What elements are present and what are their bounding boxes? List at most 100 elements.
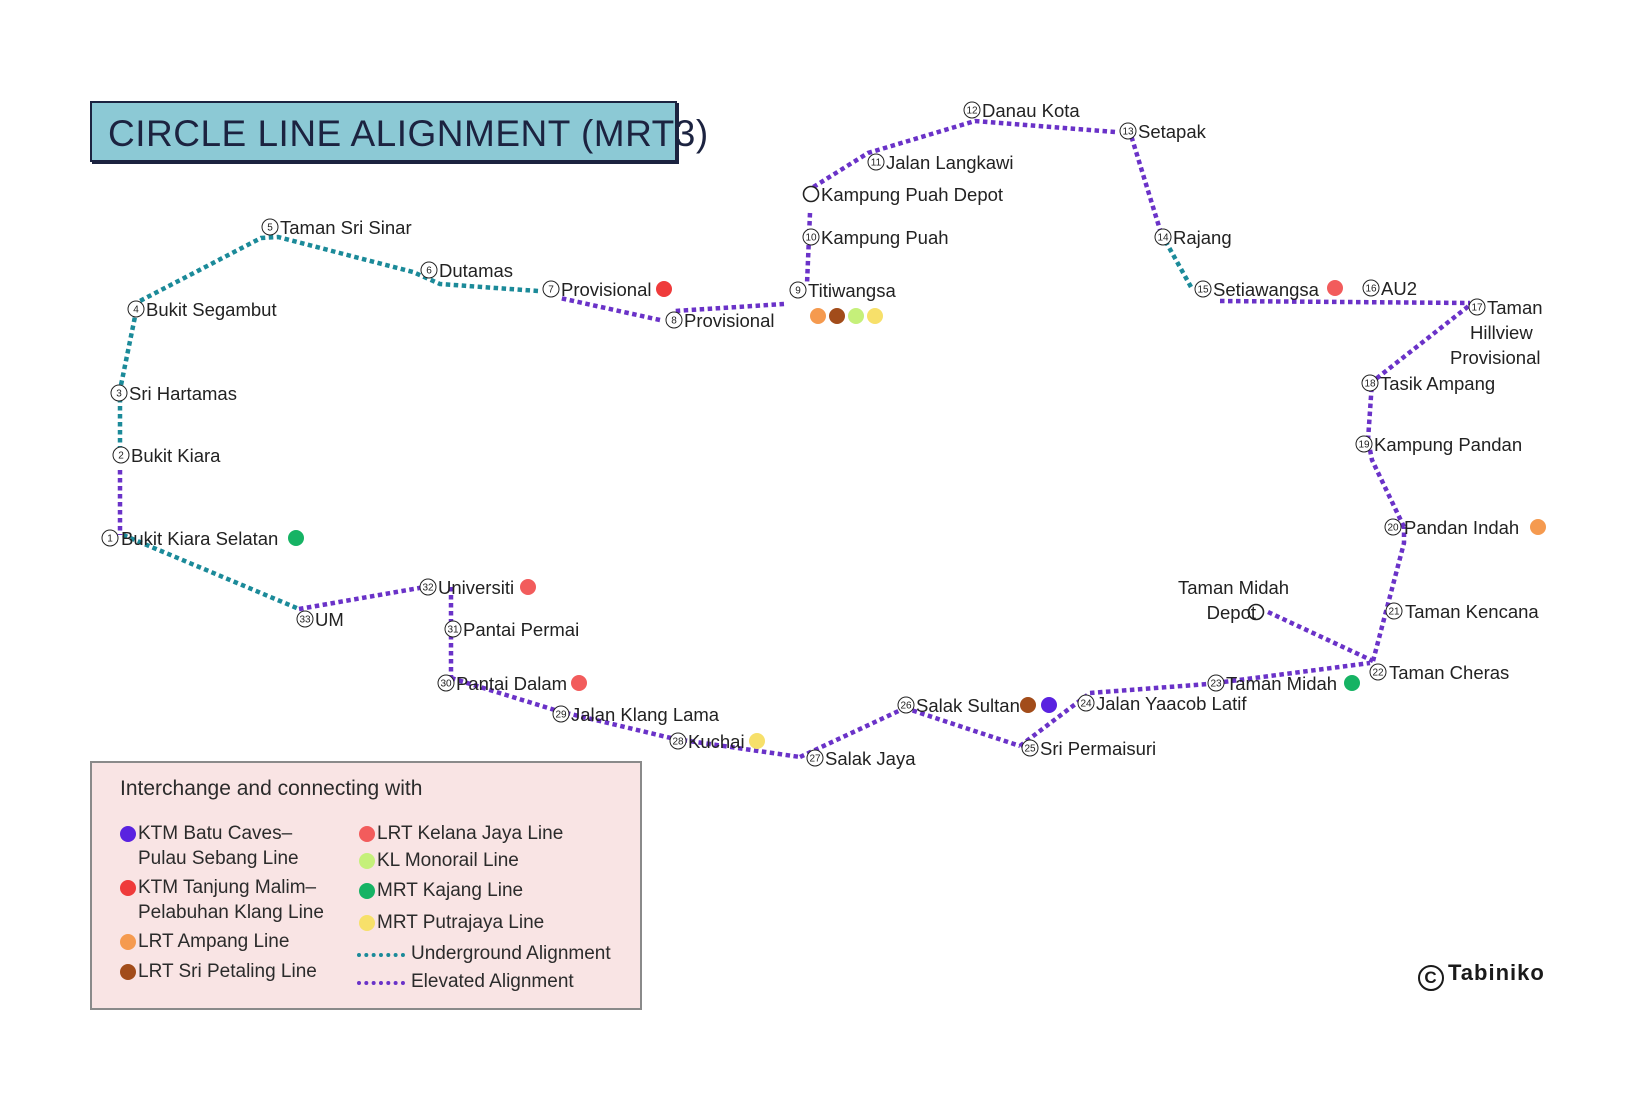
station-depot-10: Kampung Puah Depot [802,184,1003,205]
station-label: Kampung Pandan [1374,434,1522,455]
station-number: 5 [267,223,273,234]
station-label: Taman Cheras [1389,662,1509,683]
station-label: Kampung Puah Depot [821,184,1003,205]
elevated-segment [674,301,785,314]
station-number: 32 [422,583,434,594]
station-label: Bukit Kiara Selatan [121,528,278,549]
interchange-dot-ktm-batu-caves [1041,697,1057,713]
station-label: Universiti [438,577,514,598]
legend-label: MRT Kajang Line [377,880,524,901]
station-number: 33 [299,615,311,626]
station-5: 5 Taman Sri Sinar [261,217,412,238]
station-number: 6 [426,266,432,277]
station-number: 1 [107,534,113,545]
station-number: 26 [900,701,912,712]
station-number: 20 [1387,523,1399,534]
station-number-marker [789,281,807,299]
elevated-segment [298,584,426,612]
station-label: Salak Jaya [825,748,916,769]
station-number-marker [101,529,119,547]
legend-label: LRT Ampang Line [138,931,290,952]
station-number-marker [1385,602,1403,620]
station-label: Salak Sultan [916,695,1020,716]
station-label: Pantai Permai [463,619,579,640]
station-label: Depot [1207,602,1256,623]
legend-line-sample [357,953,405,957]
station-label: Provisional [1450,347,1541,368]
station-label: Hillview [1470,322,1533,343]
interchange-dot-lrt-sri-petaling [1020,697,1036,713]
station-number: 2 [118,451,124,462]
legend-title: Interchange and connecting with [120,777,423,800]
station-number-marker [1369,663,1387,681]
elevated-segment [804,212,813,285]
station-number: 25 [1024,744,1036,755]
station-number-marker [897,696,915,714]
station-number-marker [1021,739,1039,757]
station-label: Pandan Indah [1404,517,1519,538]
station-number: 29 [555,710,567,721]
station-20: 20 Pandan Indah [1384,517,1546,538]
station-number-marker [261,218,279,236]
station-label: Taman [1487,297,1543,318]
station-number-marker [1361,374,1379,392]
station-number: 17 [1471,303,1483,314]
station-label: Kuchai [688,731,745,752]
station-number: 28 [672,737,684,748]
depot-marker [802,185,820,203]
station-label: Provisional [561,279,652,300]
legend-label: KTM Tanjung Malim– Pelabuhan Klang Line [138,877,324,923]
interchange-dot-lrt-kelana-jaya [1327,280,1343,296]
legend-label: MRT Putrajaya Line [377,912,545,933]
legend-line-sample [357,981,405,985]
station-number-marker [110,384,128,402]
station-number-marker [1119,122,1137,140]
station-number-marker [802,228,820,246]
interchange-dot-mrt-putrajaya [749,733,765,749]
station-label: Jalan Yaacob Latif [1096,693,1247,714]
legend-color-dot [120,826,136,842]
station-number: 24 [1080,699,1092,710]
station-number: 9 [795,286,801,297]
station-label: Setapak [1138,121,1207,142]
legend-label: KL Monorail Line [377,850,519,871]
station-number-marker [296,610,314,628]
elevated-segment [1267,609,1374,664]
station-number: 8 [671,316,677,327]
station-number-marker [419,578,437,596]
station-number-marker [112,446,130,464]
legend-color-dot [359,826,375,842]
elevated-segment [450,675,801,760]
station-label: UM [315,609,344,630]
elevated-segment [805,118,1116,193]
interchange-dot-kl-monorail [848,308,864,324]
station-number-marker [444,620,462,638]
station-label: Sri Permaisuri [1040,738,1156,759]
station-label: Taman Sri Sinar [280,217,412,238]
station-number: 15 [1197,285,1209,296]
station-label: Taman Midah [1178,577,1289,598]
station-label: Taman Kencana [1405,601,1539,622]
station-number-marker [867,153,885,171]
station-number: 16 [1365,284,1377,295]
title-box: CIRCLE LINE ALIGNMENT (MRT3) [90,101,708,162]
legend-label: Underground Alignment [411,943,611,964]
station-number: 12 [966,106,978,117]
station-label: Kampung Puah [821,227,949,248]
station-label: Rajang [1173,227,1232,248]
underground-segment [136,234,539,304]
legend-color-dot [359,915,375,931]
